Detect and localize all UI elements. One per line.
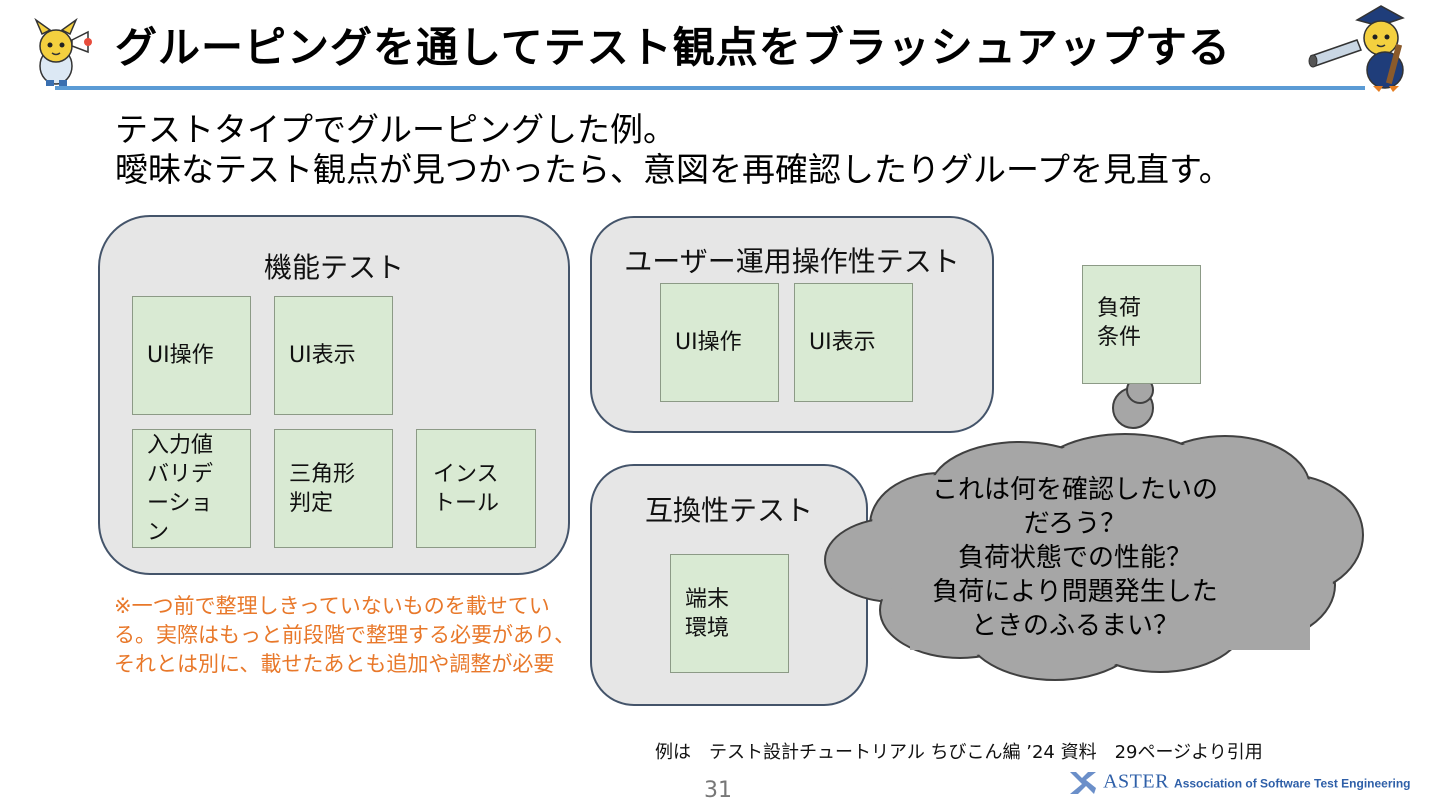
- card-triangle-judgment: 三角形 判定: [274, 429, 393, 548]
- card-label: UI操作: [675, 330, 742, 355]
- cloud-text-line: 負荷により問題発生した: [932, 577, 1218, 607]
- card-label: UI表示: [809, 330, 876, 355]
- cloud-text-line: だろう？: [1023, 509, 1127, 539]
- cloud-text: これは何を確認したいの だろう？ 負荷状態での性能？ 負荷により問題発生した と…: [895, 473, 1255, 643]
- group-title-functional: 機能テスト: [263, 251, 404, 284]
- group-usability-test: [590, 216, 994, 433]
- aster-logo: ASTER Association of Software Test Engin…: [1068, 770, 1411, 796]
- slide-title: グルーピングを通してテスト観点をブラッシュアップする: [115, 23, 1231, 72]
- slide-subtitle: テストタイプでグルーピングした例。 曖昧なテスト観点が見つかったら、意図を再確認…: [115, 110, 1232, 190]
- aster-logo-subtitle: Association of Software Test Engineering: [1174, 776, 1411, 791]
- card-label: インス トール: [433, 461, 500, 516]
- group-title-compatibility: 互換性テスト: [644, 494, 813, 527]
- title-underline: [55, 86, 1365, 90]
- group-title-usability: ユーザー運用操作性テスト: [624, 245, 960, 278]
- aster-logo-word: ASTER: [1103, 770, 1169, 793]
- card-label: UI表示: [289, 343, 356, 368]
- megaphone-mascot-icon: [34, 18, 92, 86]
- card-label: 三角形 判定: [289, 461, 356, 516]
- card-label: 端末 環境: [685, 586, 730, 641]
- card-load-condition: 負荷 条件: [1082, 265, 1201, 384]
- thought-cloud: [824, 367, 1364, 681]
- card-label: 入力値 バリデ ーショ ン: [147, 432, 214, 545]
- subtitle-line: 曖昧なテスト観点が見つかったら、意図を再確認したりグループを見直す。: [115, 150, 1232, 189]
- card-input-validation: 入力値 バリデ ーショ ン: [132, 429, 251, 548]
- card-install: インス トール: [416, 429, 536, 548]
- citation-text: 例は テスト設計チュートリアル ちびこん編 ’24 資料 29ページより引用: [655, 742, 1263, 763]
- card-ui-operation: UI操作: [660, 283, 779, 402]
- card-label: UI操作: [147, 343, 214, 368]
- cloud-text-line: 負荷状態での性能？: [957, 543, 1192, 573]
- subtitle-line: テストタイプでグルーピングした例。: [115, 110, 676, 149]
- aster-star-icon: [1070, 772, 1096, 794]
- card-device-environment: 端末 環境: [670, 554, 789, 673]
- card-ui-display: UI表示: [794, 283, 913, 402]
- card-ui-operation: UI操作: [132, 296, 251, 415]
- card-label: 負荷 条件: [1097, 296, 1142, 350]
- page-number: 31: [704, 778, 732, 803]
- card-ui-display: UI表示: [274, 296, 393, 415]
- cloud-text-line: これは何を確認したいの: [931, 475, 1218, 505]
- telescope-mascot-icon: [1308, 5, 1405, 92]
- cloud-text-line: ときのふるまい？: [970, 611, 1179, 641]
- orange-note: ※一つ前で整理しきっていないものを載せている。実際はもっと前段階で整理する必要が…: [114, 594, 576, 676]
